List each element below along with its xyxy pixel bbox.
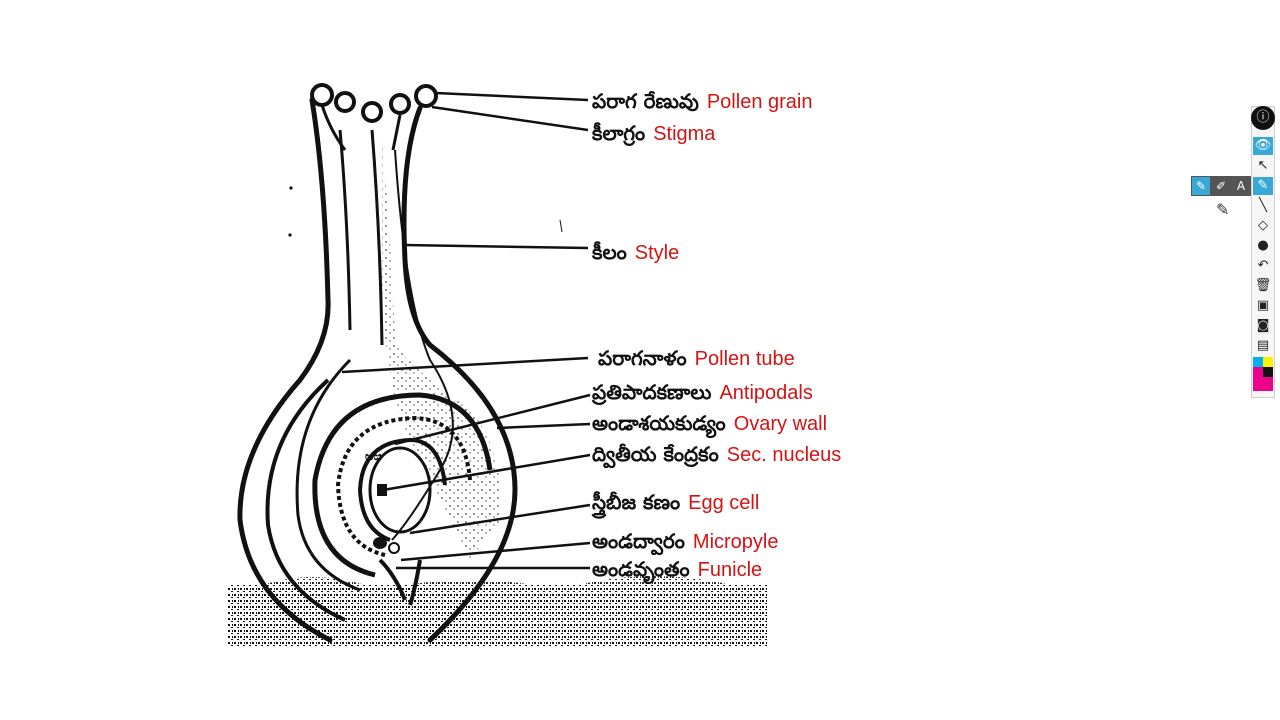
label-stigma: కీలాగ్రం Stigma [592,123,715,144]
screen-icon[interactable]: ▣ [1256,298,1270,313]
label-en: Style [634,242,680,264]
label-en: Ovary wall [733,413,828,435]
label-en: Pollen tube [694,348,795,370]
text-tool-icon[interactable]: A [1236,179,1246,193]
label-te: కీలం [592,240,627,264]
label-en: Stigma [653,123,716,145]
pointer-icon[interactable]: ↖ [1257,158,1269,173]
label-en: Pollen grain [706,91,813,113]
color-swatch-pink[interactable] [1253,377,1273,391]
label-pollen-grain: పరాగ రేణువు Pollen grain [592,91,812,112]
label-te: పరాగ రేణువు [592,89,699,113]
label-te: స్త్రీబీజ కణం [592,490,681,514]
label-secondary-nucleus: ద్వితీయ కేంద్రకం Sec. nucleus [592,444,841,465]
svg-text:ಱಱ: ಱಱ [365,449,382,464]
label-te: అండద్వారం [592,529,685,553]
line-icon[interactable]: ╲ [1259,198,1267,213]
dot-icon[interactable]: ● [1257,238,1269,253]
label-en: Sec. nucleus [726,444,842,466]
eraser-icon[interactable]: ◇ [1258,218,1268,233]
color-swatch-black[interactable] [1263,367,1273,377]
eye-icon[interactable]: 👁 [1253,137,1273,155]
color-swatch-yellow[interactable] [1263,357,1273,367]
ovule-outer [312,392,493,578]
color-swatch-cyan[interactable] [1253,357,1263,367]
label-funicle: అండవృంతం Funicle [592,559,762,580]
label-en: Micropyle [692,531,779,553]
camera-icon[interactable]: ◙ [1256,318,1270,333]
label-te: అండాశయకుడ్యం [592,411,726,435]
marker-icon[interactable]: ✎ [1192,177,1210,195]
leader-lines [341,91,591,570]
pen-icon[interactable]: ✐ [1215,179,1227,193]
label-te: కీలాగ్రం [592,121,646,145]
label-ovary-wall: అండాశయకుడ్యం Ovary wall [592,413,827,434]
label-te: ద్వితీయ కేంద్రకం [592,442,719,466]
clipboard-icon[interactable]: ▤ [1256,338,1270,353]
undo-icon[interactable]: ↶ [1257,258,1269,273]
label-en: Antipodals [719,382,813,404]
label-antipodals: ప్రతిపాదకణాలు Antipodals [592,382,813,403]
label-te: ప్రతిపాదకణాలు [592,380,712,404]
pen-options-bar: ✎ ✐ A [1191,176,1251,196]
annotation-toolbar: 👁 ↖ ✎ ╲ ◇ ● ↶ 🗑 ▣ ◙ ▤ [1251,106,1275,398]
label-en: Funicle [697,559,763,581]
stigma [310,83,438,123]
label-en: Egg cell [688,492,760,514]
highlighter-icon[interactable]: ✎ [1253,177,1273,195]
label-te: అండవృంతం [592,557,690,581]
label-micropyle: అండద్వారం Micropyle [592,531,778,552]
color-swatch-magenta[interactable] [1253,367,1263,377]
pistil-outline [237,97,518,643]
pollen-tube [391,149,454,541]
label-pollen-tube: పరాగనాళం Pollen tube [598,348,795,369]
pen-cursor-icon: ✎ [1216,200,1230,219]
app-logo-icon[interactable]: ⓘ [1251,106,1275,130]
secondary-nucleus [377,484,387,496]
label-style: కీలం Style [592,242,679,263]
label-te: పరాగనాళం [598,346,687,370]
label-egg-cell: స్త్రీబీజ కణం Egg cell [592,492,759,513]
trash-icon[interactable]: 🗑 [1254,278,1272,293]
